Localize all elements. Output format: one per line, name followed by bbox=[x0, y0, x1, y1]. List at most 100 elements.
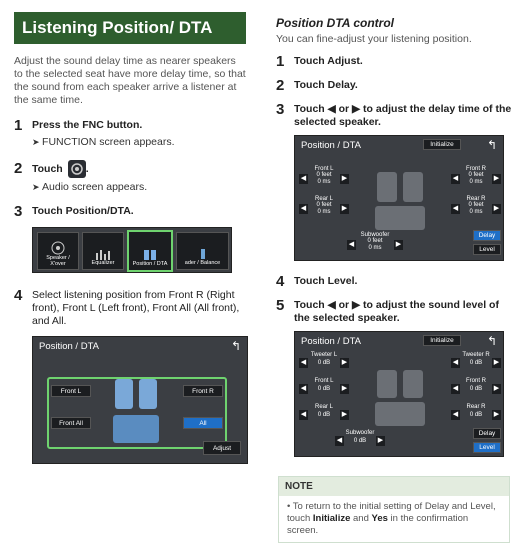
decrease-arrow[interactable]: ◀ bbox=[451, 384, 460, 394]
step-number: 2 bbox=[14, 160, 23, 177]
step-text: Touch bbox=[294, 275, 328, 287]
ms-value: 0 ms bbox=[368, 245, 382, 251]
note-box: NOTE • To return to the initial setting … bbox=[278, 476, 510, 543]
seat-front-right bbox=[403, 172, 423, 202]
feet-value: 0 feet bbox=[468, 202, 484, 208]
increase-arrow[interactable]: ▶ bbox=[491, 174, 501, 184]
delay-button[interactable]: Delay bbox=[473, 230, 501, 241]
speaker-label: Rear R bbox=[466, 404, 486, 410]
step-5: 5 Touch ◀ or ▶ to adjust the sound level… bbox=[276, 298, 512, 325]
step-text: Touch bbox=[32, 205, 66, 217]
step-number: 4 bbox=[276, 273, 285, 290]
decrease-arrow[interactable]: ◀ bbox=[299, 358, 308, 368]
note-text-part: To return to the initial setting of Dela… bbox=[287, 501, 496, 524]
front-l-button[interactable]: Front L bbox=[51, 385, 91, 397]
decrease-arrow[interactable]: ◀ bbox=[299, 204, 308, 214]
adjust-button[interactable]: Adjust bbox=[203, 441, 241, 455]
subsection-intro: You can fine-adjust your listening posit… bbox=[276, 33, 472, 45]
step-result: Audio screen appears. bbox=[32, 181, 246, 193]
level-button[interactable]: Level bbox=[473, 244, 501, 255]
note-text: • To return to the initial setting of De… bbox=[287, 501, 496, 536]
decrease-arrow[interactable]: ◀ bbox=[299, 174, 308, 184]
seat-rear bbox=[113, 415, 159, 443]
step-number: 2 bbox=[276, 77, 285, 94]
speaker-label: Rear L bbox=[314, 404, 333, 410]
tweeter-l-group: Tweeter L ◀0 dB▶ bbox=[299, 352, 349, 368]
front-all-button[interactable]: Front All bbox=[51, 417, 91, 429]
decrease-arrow[interactable]: ◀ bbox=[347, 240, 356, 250]
step-text: Press the bbox=[32, 119, 83, 131]
increase-arrow[interactable]: ▶ bbox=[491, 204, 501, 214]
increase-arrow[interactable]: ▶ bbox=[339, 174, 349, 184]
step-text: . bbox=[85, 162, 89, 175]
equalizer-icon bbox=[96, 250, 110, 260]
decrease-arrow[interactable]: ◀ bbox=[451, 358, 460, 368]
rear-r-group: Rear R ◀0 dB▶ bbox=[451, 404, 501, 420]
increase-arrow[interactable]: ▶ bbox=[492, 358, 501, 368]
increase-arrow[interactable]: ▶ bbox=[339, 204, 349, 214]
back-icon[interactable]: ↰ bbox=[486, 138, 497, 152]
step-number: 3 bbox=[14, 203, 23, 220]
step-3: 3 Touch ◀ or ▶ to adjust the delay time … bbox=[276, 102, 512, 129]
step-text: Touch bbox=[294, 55, 328, 67]
decrease-arrow[interactable]: ◀ bbox=[299, 384, 308, 394]
step-text: Touch bbox=[294, 79, 328, 91]
decrease-arrow[interactable]: ◀ bbox=[451, 410, 460, 420]
step-text: . bbox=[130, 205, 134, 217]
speaker-label: Rear L bbox=[314, 196, 333, 202]
seat-front-left bbox=[377, 370, 397, 398]
level-button[interactable]: Level bbox=[473, 442, 501, 453]
equalizer-tile[interactable]: Equalizer bbox=[82, 232, 124, 270]
position-dta-tile[interactable]: Position / DTA bbox=[127, 230, 173, 272]
decrease-arrow[interactable]: ◀ bbox=[451, 204, 460, 214]
fader-balance-tile[interactable]: ader / Balance bbox=[176, 232, 229, 270]
seat-rear bbox=[375, 402, 425, 426]
tile-label: Equalizer bbox=[91, 260, 115, 266]
decrease-arrow[interactable]: ◀ bbox=[335, 436, 344, 446]
step-text: . bbox=[354, 275, 358, 287]
step-number: 4 bbox=[14, 287, 23, 304]
tile-label: Speaker / X'over bbox=[46, 255, 70, 267]
ms-value: 0 ms bbox=[469, 209, 483, 215]
db-value: 0 dB bbox=[469, 360, 483, 366]
position-screen: Position / DTA ↰ Front L Front R Front A… bbox=[32, 336, 248, 464]
speaker-icon bbox=[51, 241, 65, 255]
increase-arrow[interactable]: ▶ bbox=[340, 410, 349, 420]
screen-title: Position / DTA bbox=[301, 336, 362, 347]
increase-arrow[interactable]: ▶ bbox=[340, 358, 349, 368]
increase-arrow[interactable]: ▶ bbox=[376, 436, 385, 446]
audio-icon[interactable] bbox=[67, 160, 86, 178]
decrease-arrow[interactable]: ◀ bbox=[451, 174, 460, 184]
screen-title: Position / DTA bbox=[39, 341, 100, 352]
front-r-button[interactable]: Front R bbox=[183, 385, 223, 397]
rear-l-group: Rear L ◀0 dB▶ bbox=[299, 404, 349, 420]
step-text: button. bbox=[103, 119, 143, 131]
all-button[interactable]: All bbox=[183, 417, 223, 429]
fnc-label: FNC bbox=[82, 119, 104, 131]
step-1: 1 Press the FNC button. bbox=[14, 118, 246, 133]
seat-front-left bbox=[115, 379, 133, 409]
back-icon[interactable]: ↰ bbox=[230, 339, 241, 353]
speaker-label: Subwoofer bbox=[345, 430, 375, 436]
step-text: Select listening position from Front R (… bbox=[32, 289, 240, 327]
db-value: 0 dB bbox=[317, 386, 331, 392]
delay-button[interactable]: Delay bbox=[473, 428, 501, 439]
speaker-xover-tile[interactable]: Speaker / X'over bbox=[37, 232, 79, 270]
step-1: 1 Touch Adjust. bbox=[276, 54, 512, 69]
initialize-button[interactable]: Initialize bbox=[423, 139, 461, 150]
decrease-arrow[interactable]: ◀ bbox=[299, 410, 308, 420]
increase-arrow[interactable]: ▶ bbox=[340, 384, 349, 394]
back-icon[interactable]: ↰ bbox=[486, 334, 497, 348]
increase-arrow[interactable]: ▶ bbox=[393, 240, 403, 250]
increase-arrow[interactable]: ▶ bbox=[492, 410, 501, 420]
ms-value: 0 ms bbox=[317, 179, 331, 185]
speaker-label: Subwoofer bbox=[360, 232, 390, 238]
level-screen: Position / DTA Initialize ↰ Tweeter L ◀0… bbox=[294, 331, 504, 457]
selection-frame bbox=[47, 377, 227, 449]
step-text: . bbox=[359, 55, 363, 67]
initialize-button[interactable]: Initialize bbox=[423, 335, 461, 346]
increase-arrow[interactable]: ▶ bbox=[492, 384, 501, 394]
